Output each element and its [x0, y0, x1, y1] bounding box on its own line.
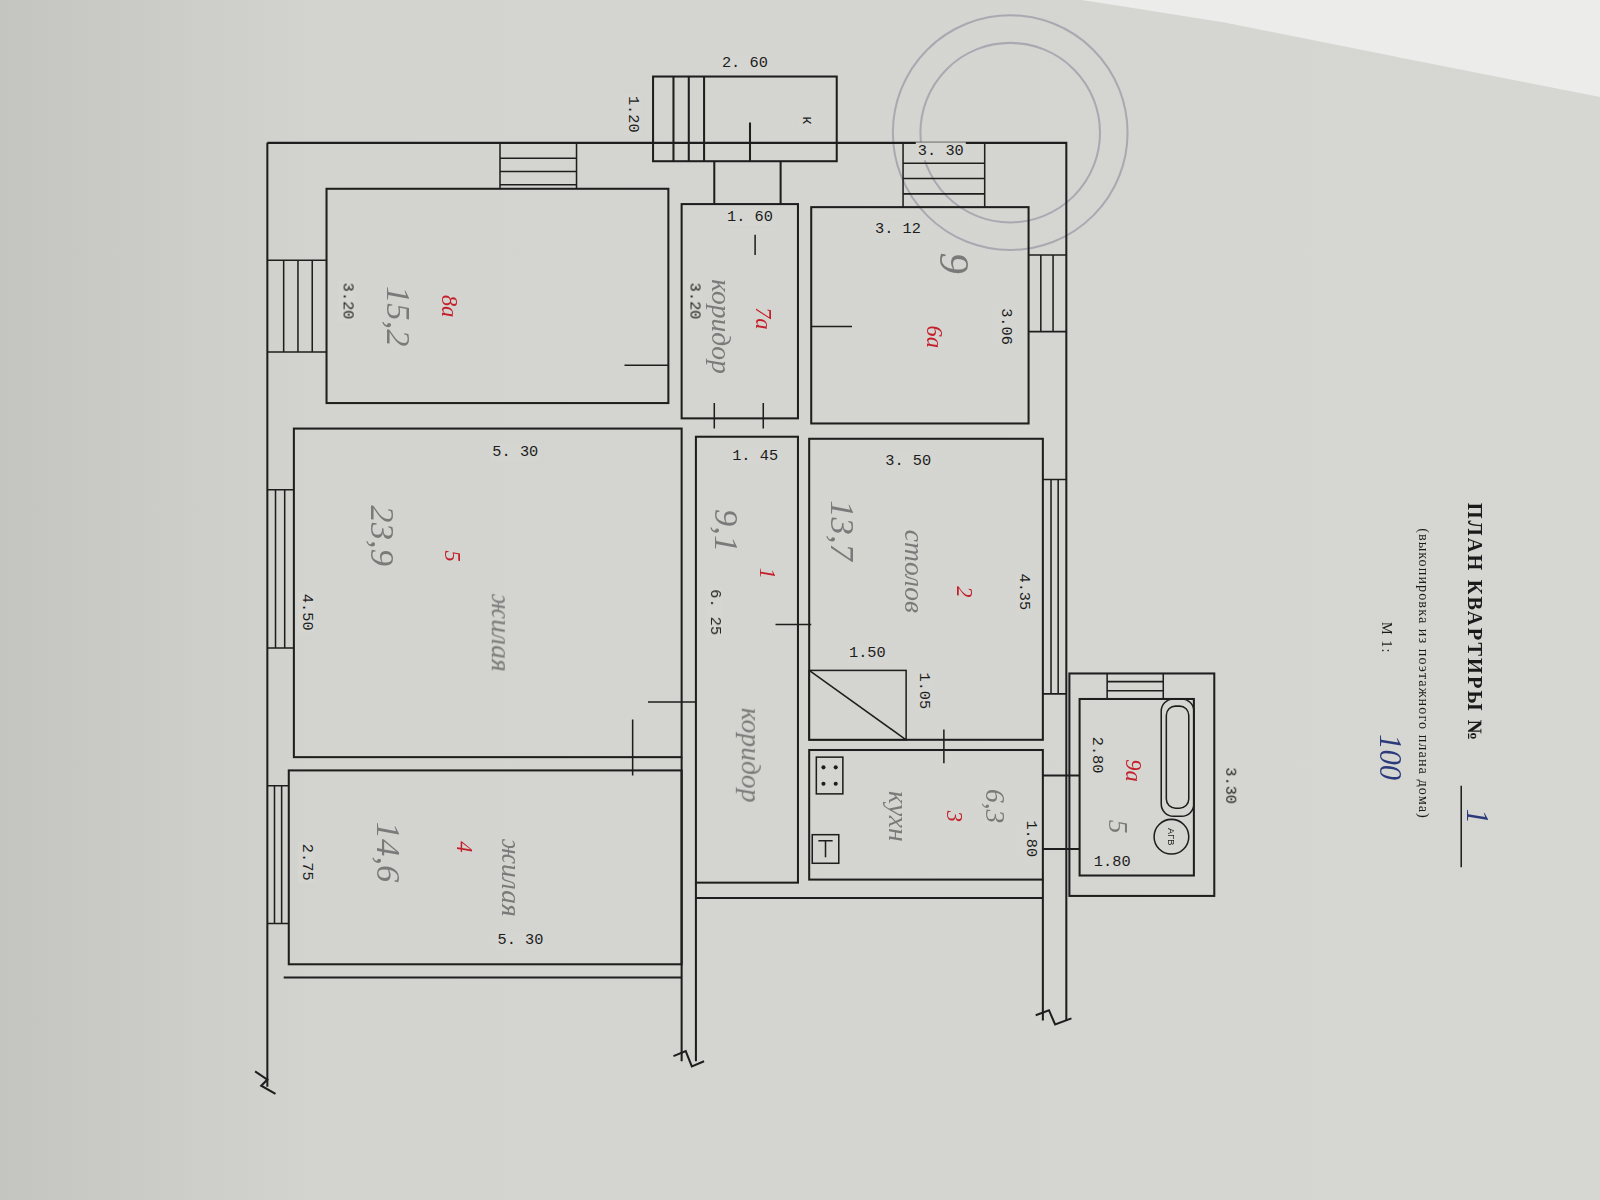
scale-label: М 1: — [1378, 622, 1394, 653]
room-number: 5 — [439, 551, 466, 562]
room-number: 1 — [754, 568, 781, 579]
dimension: 3. 12 — [873, 221, 923, 238]
dimension: 1.05 — [915, 670, 932, 711]
dimension: 2.75 — [297, 842, 314, 883]
dimension: 4.50 — [297, 592, 314, 633]
room-area: 9 — [930, 253, 979, 274]
dimension: 4.35 — [1015, 571, 1032, 612]
dimension: 3.06 — [996, 306, 1013, 347]
porch-mark: к — [797, 114, 814, 127]
room: 4 14,6 жилая — [289, 770, 682, 964]
dimension: 1.50 — [847, 644, 888, 661]
room-area: 6,3 — [979, 789, 1011, 823]
room-number: 7а — [750, 307, 777, 329]
dimension: 3.20 — [685, 281, 702, 322]
scale-value: 100 — [1372, 734, 1407, 780]
dimension: 6. 25 — [706, 587, 723, 637]
room-number: 8а — [436, 295, 463, 317]
dimension: 3. 50 — [883, 453, 933, 470]
porch — [653, 77, 837, 205]
room: 3 6,3 кухн — [809, 750, 1043, 880]
fixtures — [809, 670, 1461, 867]
room: 6а 9 — [811, 207, 1028, 423]
dimension: 3. 30 — [916, 142, 966, 159]
room-number: 3 — [941, 811, 968, 822]
room: 1 9,1 коридор — [696, 437, 798, 883]
dimension: 1. 45 — [730, 447, 780, 464]
room: 7а коридор — [682, 204, 798, 418]
boiler-label: АГВ — [1166, 828, 1176, 845]
room: 2 13,7 столов — [809, 439, 1043, 740]
subtitle: (выкопировка из поэтажного плана дома) — [1415, 528, 1431, 819]
room: 8а 15,2 — [327, 189, 669, 403]
room-name: коридор — [734, 708, 766, 803]
dimension: 5. 30 — [490, 443, 540, 460]
room-name: жилая — [484, 593, 516, 671]
dimension: 3.20 — [338, 281, 355, 322]
room-name: столов — [897, 530, 929, 613]
room-area: 14,6 — [368, 822, 407, 883]
room-name: жилая — [494, 838, 526, 916]
room-area: 9,1 — [707, 509, 746, 552]
dimension: 3.30 — [1221, 765, 1238, 806]
room-area: 5 — [1102, 820, 1134, 834]
room-name: коридор — [705, 279, 737, 374]
stove-burners — [821, 765, 837, 785]
dimension: 5. 30 — [495, 932, 545, 949]
dimension: 2.80 — [1088, 735, 1105, 776]
room-area: 15,2 — [379, 286, 418, 347]
dimension: 1. 60 — [725, 209, 775, 226]
room: 5 23,9 жилая — [294, 429, 682, 758]
windows — [267, 143, 1163, 924]
door-marks — [624, 235, 943, 776]
page-curl — [1082, 0, 1600, 97]
plan-title: ПЛАН КВАРТИРЫ № — [1463, 503, 1486, 743]
room-number: 6а — [920, 326, 947, 348]
room-area: 23,9 — [363, 505, 402, 566]
dimension: 1.80 — [1022, 818, 1039, 859]
dimension: 1.80 — [1092, 854, 1133, 871]
room-area: 13,7 — [822, 500, 861, 561]
dimension: 1.20 — [624, 94, 641, 135]
room-number: 2 — [951, 586, 978, 597]
room-number: 4 — [451, 841, 478, 852]
room-number: 9а — [1119, 759, 1146, 781]
stamp — [893, 15, 1128, 250]
room: 9а 5 — [1080, 699, 1194, 876]
apartment-number: 1 — [1460, 809, 1495, 824]
walls — [255, 143, 1214, 1094]
room-name: кухн — [882, 791, 914, 842]
dimension: 2. 60 — [720, 55, 770, 72]
